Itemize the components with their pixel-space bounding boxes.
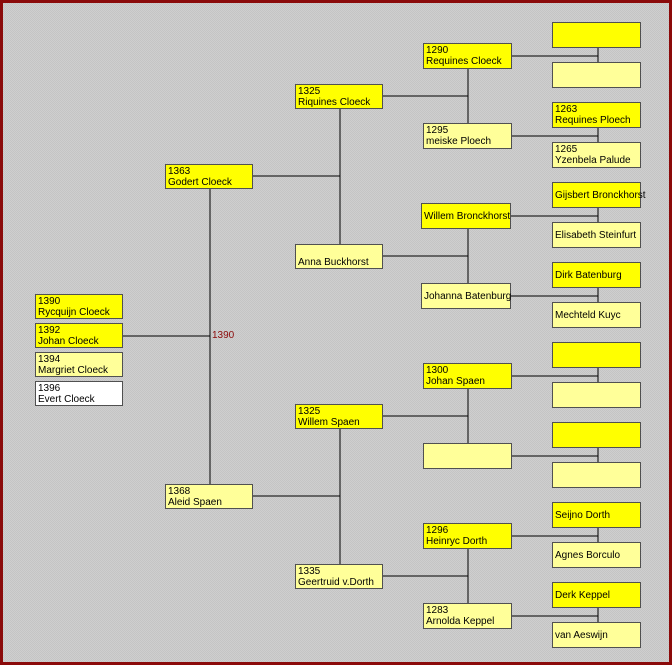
person-name: Margriet Cloeck <box>38 365 109 376</box>
person-name: Anna Buckhorst <box>298 257 369 268</box>
gen4-box[interactable]: Derk Keppel <box>552 582 641 608</box>
gen4-box[interactable]: 1263 Requines Ploech <box>552 102 641 128</box>
gen4-box[interactable]: Elisabeth Steinfurt <box>552 222 641 248</box>
person-year: 1300 <box>426 365 449 376</box>
father-box[interactable]: 1363 Godert Cloeck <box>165 164 253 189</box>
maternal-grandfather-box[interactable]: 1325 Willem Spaen <box>295 404 383 429</box>
gen4-box[interactable]: Mechteld Kuyc <box>552 302 641 328</box>
gen4-box[interactable]: 1265 Yzenbela Palude <box>552 142 641 168</box>
person-name: Heinryc Dorth <box>426 536 488 547</box>
person-name: Dirk Batenburg <box>555 270 622 281</box>
child-box[interactable]: 1390 Rycquijn Cloeck <box>35 294 123 319</box>
person-name: Geertruid v.Dorth <box>298 577 374 588</box>
person-name: Elisabeth Steinfurt <box>555 230 637 241</box>
person-name: Seijno Dorth <box>555 510 611 521</box>
child-box[interactable]: 1396 Evert Cloeck <box>35 381 123 406</box>
person-year: 1368 <box>168 486 191 497</box>
person-year: 1283 <box>426 605 449 616</box>
mother-box[interactable]: 1368 Aleid Spaen <box>165 484 253 509</box>
child-box[interactable]: 1392 Johan Cloeck <box>35 323 123 348</box>
person-name: van Aeswijn <box>555 630 608 641</box>
maternal-grandmother-box[interactable]: 1335 Geertruid v.Dorth <box>295 564 383 589</box>
child-box[interactable]: 1394 Margriet Cloeck <box>35 352 123 377</box>
person-year: 1290 <box>426 45 449 56</box>
gen4-box[interactable]: Dirk Batenburg <box>552 262 641 288</box>
person-name: Johanna Batenburg <box>424 291 512 302</box>
person-name: Willem Bronckhorst <box>424 211 511 222</box>
person-year: 1394 <box>38 354 61 365</box>
person-name: Mechteld Kuyc <box>555 310 621 321</box>
person-name: Requines Ploech <box>555 115 631 126</box>
gen3-box[interactable]: 1295 meiske Ploech <box>423 123 512 149</box>
person-name: Riquines Cloeck <box>298 97 371 108</box>
gen4-box[interactable] <box>552 462 641 488</box>
gen4-box[interactable]: van Aeswijn <box>552 622 641 648</box>
gen3-box[interactable] <box>423 443 512 469</box>
person-name: Evert Cloeck <box>38 394 95 405</box>
gen4-box[interactable] <box>552 22 641 48</box>
gen3-box[interactable]: 1296 Heinryc Dorth <box>423 523 512 549</box>
person-name: Agnes Borculo <box>555 550 621 561</box>
person-year: 1390 <box>38 296 61 307</box>
person-year: 1363 <box>168 166 191 177</box>
person-name: Willem Spaen <box>298 417 360 428</box>
person-year: 1392 <box>38 325 61 336</box>
person-name: Godert Cloeck <box>168 177 232 188</box>
person-name: Aleid Spaen <box>168 497 222 508</box>
paternal-grandfather-box[interactable]: 1325 Riquines Cloeck <box>295 84 383 109</box>
person-name: Yzenbela Palude <box>555 155 631 166</box>
person-year: 1396 <box>38 383 61 394</box>
person-year: 1335 <box>298 566 321 577</box>
gen3-box[interactable]: 1283 Arnolda Keppel <box>423 603 512 629</box>
person-year: 1296 <box>426 525 449 536</box>
person-name: meiske Ploech <box>426 136 492 147</box>
person-name: Arnolda Keppel <box>426 616 495 627</box>
marriage-year-label: 1390 <box>212 330 235 341</box>
person-name: Rycquijn Cloeck <box>38 307 110 318</box>
person-name: Gijsbert Bronckhorst <box>555 190 646 201</box>
person-name: Derk Keppel <box>555 590 611 601</box>
person-year: 1325 <box>298 86 321 97</box>
gen3-box[interactable]: Johanna Batenburg <box>421 283 511 309</box>
gen4-box[interactable] <box>552 342 641 368</box>
connector-lines <box>123 48 599 623</box>
person-year: 1265 <box>555 144 578 155</box>
gen4-box[interactable]: Agnes Borculo <box>552 542 641 568</box>
gen4-box[interactable]: Seijno Dorth <box>552 502 641 528</box>
gen4-box[interactable] <box>552 382 641 408</box>
gen3-box[interactable]: Willem Bronckhorst <box>421 203 511 229</box>
person-name: Requines Cloeck <box>426 56 502 67</box>
gen4-box[interactable] <box>552 422 641 448</box>
person-name: Johan Spaen <box>426 376 485 387</box>
person-year: 1325 <box>298 406 321 417</box>
gen3-box[interactable]: 1290 Requines Cloeck <box>423 43 512 69</box>
person-year: 1263 <box>555 104 578 115</box>
paternal-grandmother-box[interactable]: Anna Buckhorst <box>295 244 383 269</box>
gen3-box[interactable]: 1300 Johan Spaen <box>423 363 512 389</box>
person-name: Johan Cloeck <box>38 336 99 347</box>
gen4-box[interactable]: Gijsbert Bronckhorst <box>552 182 646 208</box>
gen4-box[interactable] <box>552 62 641 88</box>
person-year: 1295 <box>426 125 449 136</box>
